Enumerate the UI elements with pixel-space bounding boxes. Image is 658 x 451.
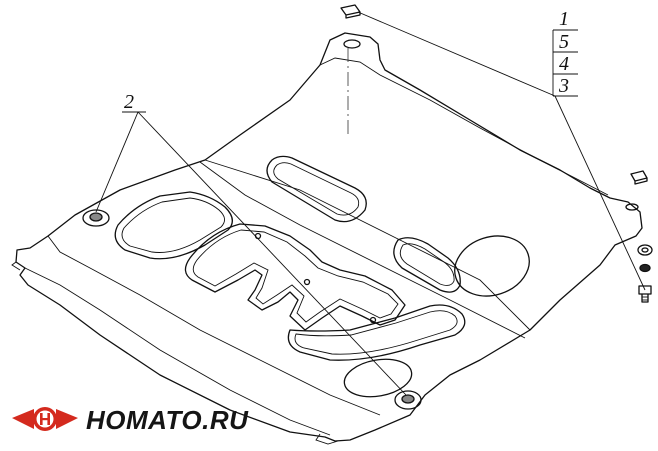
spring-washer-icon — [639, 263, 651, 273]
boss-bottom-inner — [401, 394, 415, 404]
callout-3: 3 — [558, 75, 569, 97]
boss-left-inner — [89, 212, 103, 222]
rib-slot-top — [266, 155, 367, 223]
rib-center-w — [184, 223, 406, 331]
leader-stack-to-bolt — [554, 95, 646, 291]
access-hole-lower — [343, 358, 413, 398]
callout-5: 5 — [559, 31, 569, 53]
rib-slot-right-inner — [399, 243, 455, 286]
rib-slot-top-inner — [273, 162, 360, 216]
rib-slot-left-inner — [121, 197, 225, 253]
leader-lines — [95, 11, 646, 396]
fastener-bosses — [82, 39, 639, 410]
clip-nut-right-icon — [630, 170, 648, 185]
rib-slot-lower — [287, 304, 466, 361]
skid-plate — [11, 32, 643, 445]
rib-center-w-inner — [192, 229, 399, 323]
winged-h-logo-icon — [12, 407, 78, 431]
bolt-icon — [638, 285, 652, 303]
upper-bend-line — [204, 159, 531, 331]
front-flange-edge — [24, 267, 331, 436]
small-hole-3 — [369, 316, 377, 324]
rib-slot-lower-inner — [294, 310, 458, 355]
access-holes — [343, 235, 530, 398]
leader-2-to-boss-left — [95, 111, 139, 213]
left-side-edge — [47, 235, 381, 416]
hardware-stack — [340, 4, 653, 303]
front-tab-right — [315, 433, 339, 445]
callout-2: 2 — [124, 91, 134, 113]
rear-slot-left — [343, 39, 361, 49]
washer-icon — [637, 244, 653, 256]
callout-4: 4 — [559, 53, 569, 75]
plate-outline — [15, 32, 643, 442]
clip-nut-top-icon — [340, 4, 361, 19]
callout-1: 1 — [559, 8, 569, 30]
boss-bottom — [394, 390, 422, 410]
small-hole-1 — [254, 232, 262, 240]
callout-labels: 2 1 5 4 3 — [124, 8, 569, 113]
front-tab-left — [11, 261, 21, 271]
stiffening-ribs — [114, 155, 466, 361]
rear-slot-right — [625, 203, 639, 211]
small-hole-2 — [303, 278, 311, 286]
rear-flange-bend — [319, 57, 609, 196]
homato-logo: HOMATO.RU — [12, 405, 249, 435]
boss-left — [82, 209, 110, 227]
washer-hole — [641, 247, 649, 253]
logo-text: HOMATO.RU — [86, 405, 249, 435]
access-hole-right — [454, 235, 530, 297]
mid-bend-line — [199, 161, 526, 339]
rib-slot-left — [114, 191, 233, 260]
leader-stack-to-top-clip — [357, 11, 556, 97]
leader-2-to-boss-bottom — [137, 111, 407, 396]
